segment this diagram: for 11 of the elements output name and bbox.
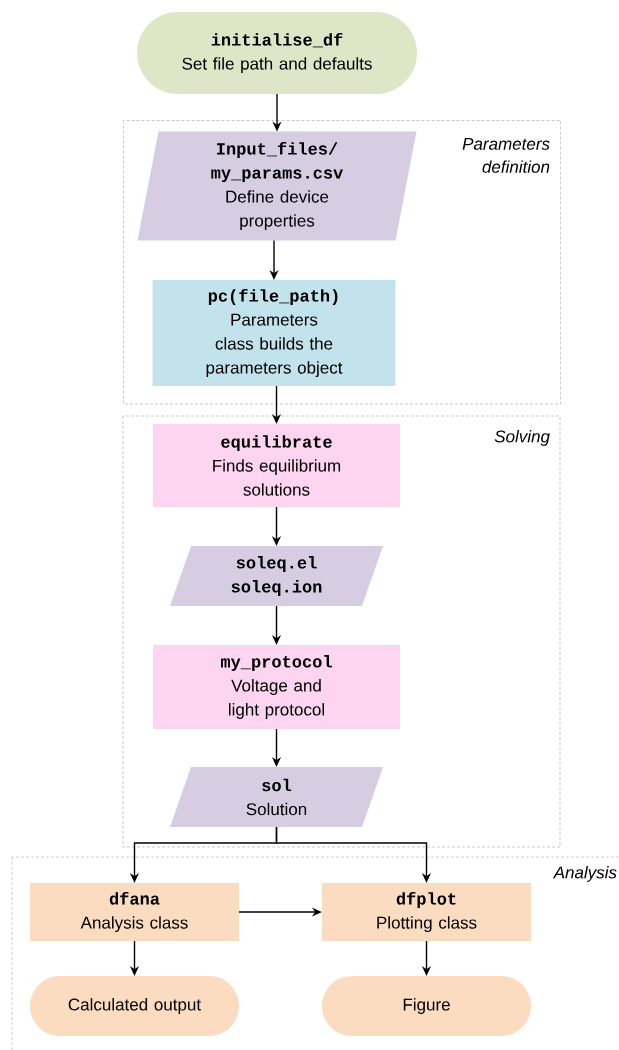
process-box: dfplot Plotting class	[322, 883, 531, 941]
data-parallelogram: soleq.el soleq.ion	[170, 546, 383, 606]
process-box: pc(file_path) Parameters class builds the parameters object	[152, 280, 396, 386]
process-box: my_protocol Voltage and light protocol	[153, 645, 400, 729]
data-parallelogram: sol Solution	[170, 767, 383, 827]
process-box: equilibrate Finds equilibrium solutions	[153, 424, 400, 507]
terminal-box: Calculated output	[30, 976, 239, 1036]
terminal-box: Figure	[322, 976, 531, 1036]
terminal-box: initialise_df Set file path and defaults	[137, 12, 417, 94]
data-parallelogram: Input_files/ my_params.csv Define device properties	[137, 131, 417, 241]
process-box: dfana Analysis class	[30, 883, 239, 941]
